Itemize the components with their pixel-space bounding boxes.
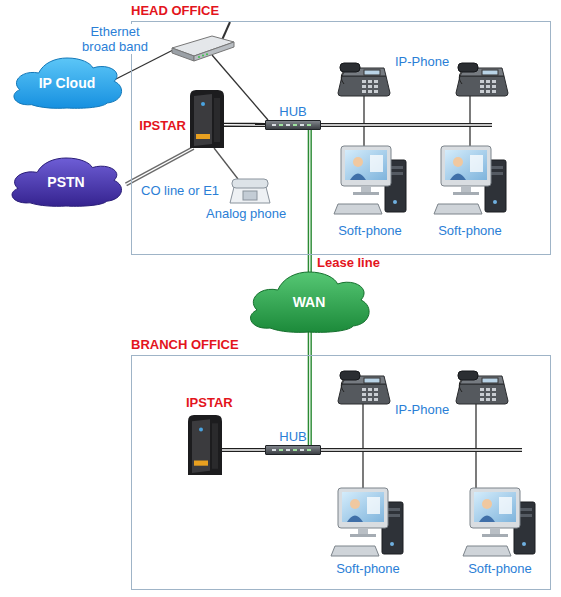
computer-icon [331,488,403,556]
cloud-shape [14,58,122,108]
link-connector [222,449,265,450]
hub-lights [293,449,297,451]
link-connector [126,148,193,184]
hub-lights [300,124,304,126]
office-boundary: HEAD OFFICEIPSTARHUB [131,21,551,255]
ip-phone-icon [456,63,508,96]
ipstar-device [192,419,210,473]
ipstar-device [188,415,222,475]
device-caption: Soft-phone [438,223,502,238]
lan-bus [321,448,522,452]
link-connector [126,148,193,184]
device-caption: Soft-phone [336,561,400,576]
device-label: IPSTAR [139,118,186,133]
wire [363,96,364,148]
wire [114,50,173,80]
hub-lights [293,124,297,126]
hub-lights [286,124,290,126]
ipstar-device [201,102,205,106]
ipstar-device [196,134,210,139]
hub-lights [307,124,311,126]
office-heading: HEAD OFFICE [131,3,219,18]
link-connector [309,332,310,445]
hub-lights [307,449,311,451]
device-caption: IP-Phone [395,54,449,69]
router-icon [172,22,234,61]
network-hub: HUB [265,445,321,455]
link-connector [224,123,265,127]
network-cloud: WAN [244,272,374,332]
ip-phone-icon [338,371,390,404]
link-connector [308,332,312,445]
link-connector [224,124,265,126]
hub-lights [272,124,276,126]
link-connector [222,449,265,450]
lan-bus [321,449,522,450]
ipstar-device [190,90,224,148]
computer-icon [334,146,406,214]
wire [475,404,476,490]
ipstar-device [190,90,224,148]
hub-lights [286,449,290,451]
hub-lights [279,449,283,451]
link-connector [126,148,193,184]
lan-bus [321,124,492,125]
link-connector [309,130,310,272]
lan-bus [321,123,492,127]
device-label: HUB [279,104,306,119]
hub-lights [272,449,276,451]
link-label: Lease line [316,256,381,270]
ipstar-device [199,427,203,431]
network-cloud: PSTN [6,158,126,206]
computer-icon [463,488,535,556]
link-connector [224,124,265,125]
device-caption: Soft-phone [338,223,402,238]
cloud-shape [12,158,121,206]
network-hub: HUB [265,120,321,130]
hub-lights [266,446,320,454]
link-connector [222,448,265,452]
wire [469,96,470,148]
ipstar-device [212,423,218,469]
ip-phone-icon [338,63,390,96]
wire [362,404,363,490]
device-caption: Analog phone [206,206,286,221]
ipstar-device [188,415,222,475]
line-label: CO line or E1 [140,184,220,198]
ipstar-device [194,94,212,146]
ipstar-terminal: IPSTAR [188,415,222,475]
ipstar-terminal: IPSTAR [190,90,224,148]
cloud-label: IP Cloud [39,75,96,91]
cloud-label: PSTN [47,174,84,190]
office-boundary: BRANCH OFFICEIPSTARHUB [131,355,551,590]
device-label: IPSTAR [186,395,233,410]
device-label: HUB [279,429,306,444]
device-caption: Ethernet broad band [78,24,152,54]
device-caption: Soft-phone [468,561,532,576]
computer-icon [434,146,506,214]
link-connector [309,130,310,272]
ip-phone-icon [456,371,508,404]
ipstar-device [214,98,220,142]
office-heading: BRANCH OFFICE [131,337,239,352]
link-connector [309,332,310,445]
device-caption: IP-Phone [395,402,449,417]
analog-phone-icon [230,179,270,203]
hub-lights [266,121,320,129]
wire [214,148,238,179]
hub-lights [279,124,283,126]
ipstar-device [194,461,208,466]
cloud-shape [251,272,370,332]
hub-lights [300,449,304,451]
network-cloud: IP Cloud [8,58,126,108]
link-connector [308,130,312,272]
wire [114,50,476,490]
cloud-label: WAN [293,294,326,310]
